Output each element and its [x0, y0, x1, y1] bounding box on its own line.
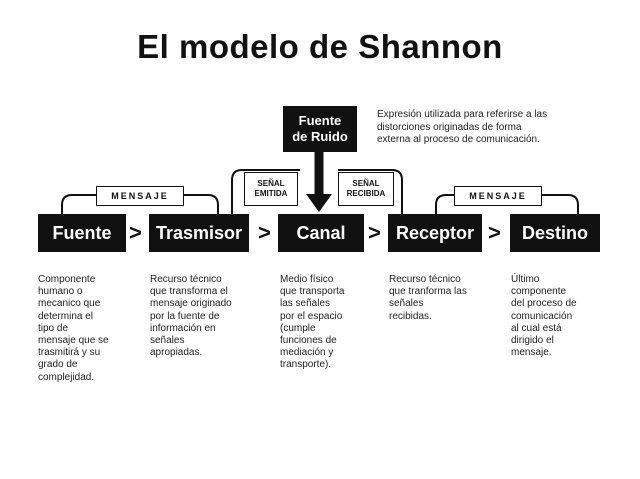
desc-canal: Medio físico que transporta las señales … [280, 274, 345, 371]
node-receptor: Receptor [388, 214, 482, 252]
noise-source-box: Fuente de Ruido [283, 106, 357, 152]
page-title: El modelo de Shannon [137, 28, 503, 65]
node-fuente: Fuente [38, 214, 126, 252]
arrow-2: > [258, 220, 271, 245]
desc-trasmisor: Recurso técnico que transforma el mensaj… [150, 274, 232, 359]
signal-emitted-label: SEÑAL EMITIDA [244, 172, 298, 206]
signal-received-label: SEÑAL RECIBIDA [338, 172, 394, 206]
arrow-3: > [368, 220, 381, 245]
signal-bracket-left [231, 169, 300, 214]
message-label-right: MENSAJE [454, 186, 542, 206]
message-label-left: MENSAJE [96, 186, 184, 206]
arrow-1: > [129, 220, 142, 245]
desc-fuente: Componente humano o mecanico que determi… [38, 274, 109, 383]
node-trasmisor: Trasmisor [149, 214, 249, 252]
signal-bracket-right [338, 169, 403, 214]
arrow-4: > [488, 220, 501, 245]
node-destino: Destino [510, 214, 600, 252]
node-canal: Canal [278, 214, 364, 252]
desc-destino: Último componente del proceso de comunic… [511, 274, 577, 359]
noise-arrow-head [306, 194, 332, 212]
desc-receptor: Recurso técnico que tranforma las señale… [389, 274, 467, 322]
noise-note: Expresión utilizada para referirse a las… [377, 109, 548, 145]
